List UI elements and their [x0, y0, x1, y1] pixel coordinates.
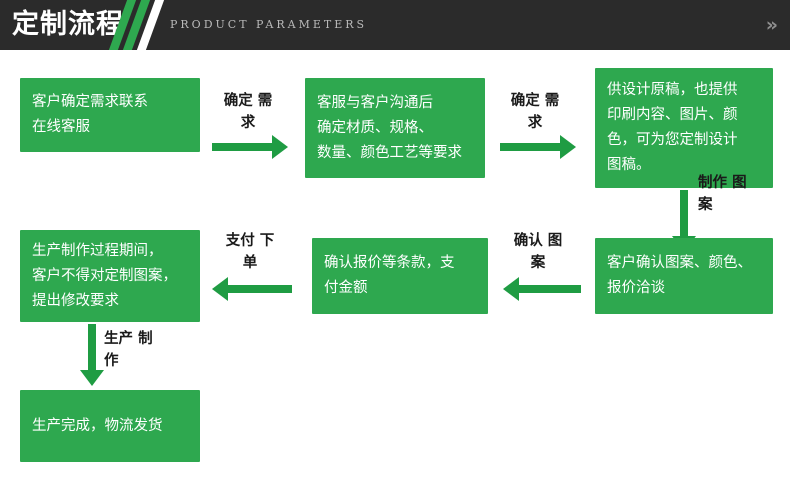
- connector-3-label-line-2: 图案: [698, 175, 747, 213]
- connector-1-label-line-2: 需求: [240, 93, 273, 131]
- flow-step-1: 客户确定需求联系 在线客服: [20, 78, 200, 152]
- flow-step-3-line-3: 色，可为您定制设计: [607, 132, 738, 148]
- connector-4-label: 确认 图案: [508, 230, 568, 274]
- connector-3-label: 制作 图案: [698, 172, 758, 216]
- flow-step-3-line-2: 印刷内容、图片、颜: [607, 107, 738, 123]
- connector-5-label-line-2: 下单: [242, 233, 275, 271]
- flow-step-6-line-3: 提出修改要求: [32, 292, 119, 309]
- flow-step-1-line-1: 客户确定需求联系: [32, 94, 148, 110]
- connector-1-label: 确定 需求: [218, 90, 278, 134]
- header-slash-decoration: [106, 0, 167, 50]
- header-subtitle: PRODUCT PARAMETERS: [170, 18, 368, 31]
- flow-step-5-line-1: 确认报价等条款，支: [324, 255, 455, 271]
- connector-2-label-line-1: 确定: [510, 93, 540, 109]
- flow-step-2-line-1: 客服与客户沟通后: [317, 94, 433, 111]
- connector-2-label-line-2: 需求: [527, 93, 560, 131]
- flow-step-4: 客户确认图案、颜色、 报价洽谈: [595, 238, 773, 314]
- flow-step-7-line-1: 生产完成，物流发货: [32, 417, 163, 434]
- flow-step-6: 生产制作过程期间， 客户不得对定制图案， 提出修改要求: [20, 230, 200, 322]
- flow-step-4-line-2: 报价洽谈: [607, 280, 665, 296]
- flow-step-3: 供设计原稿，也提供 印刷内容、图片、颜 色，可为您定制设计 图稿。: [595, 68, 773, 188]
- connector-3-label-line-1: 制作: [698, 175, 727, 191]
- flow-step-2-line-3: 数量、颜色工艺等要求: [317, 144, 462, 161]
- flow-step-3-line-1: 供设计原稿，也提供: [607, 82, 738, 98]
- connector-4-label-line-1: 确认: [513, 233, 543, 249]
- flow-step-1-line-2: 在线客服: [32, 119, 90, 135]
- flow-step-4-line-1: 客户确认图案、颜色、: [607, 255, 752, 271]
- connector-1-label-line-1: 确定: [223, 93, 253, 109]
- flow-step-5: 确认报价等条款，支 付金额: [312, 238, 488, 314]
- connector-6-label-line-2: 制作: [104, 331, 153, 369]
- flow-step-7: 生产完成，物流发货: [20, 390, 200, 462]
- connector-2-label: 确定 需求: [505, 90, 565, 134]
- connector-4-label-line-2: 图案: [530, 233, 563, 271]
- connector-6-label: 生产 制作: [104, 328, 164, 372]
- flow-step-6-line-1: 生产制作过程期间，: [32, 242, 163, 259]
- page-title: 定制流程: [12, 9, 124, 40]
- page-header: 定制流程 PRODUCT PARAMETERS »: [0, 0, 790, 50]
- flow-step-2-line-2: 确定材质、规格、: [317, 119, 433, 136]
- connector-5-label-line-1: 支付: [225, 233, 255, 249]
- connector-5-label: 支付 下单: [220, 230, 280, 274]
- flow-step-3-line-4: 图稿。: [607, 157, 651, 173]
- double-chevron-right-icon: »: [765, 14, 778, 36]
- flow-step-5-line-2: 付金额: [324, 280, 368, 296]
- flow-step-6-line-2: 客户不得对定制图案，: [32, 267, 177, 284]
- flow-step-2: 客服与客户沟通后 确定材质、规格、 数量、颜色工艺等要求: [305, 78, 485, 178]
- flow-diagram: 客户确定需求联系 在线客服 确定 需求 客服与客户沟通后 确定材质、规格、 数量…: [0, 50, 790, 480]
- connector-6-label-line-1: 生产: [104, 331, 133, 347]
